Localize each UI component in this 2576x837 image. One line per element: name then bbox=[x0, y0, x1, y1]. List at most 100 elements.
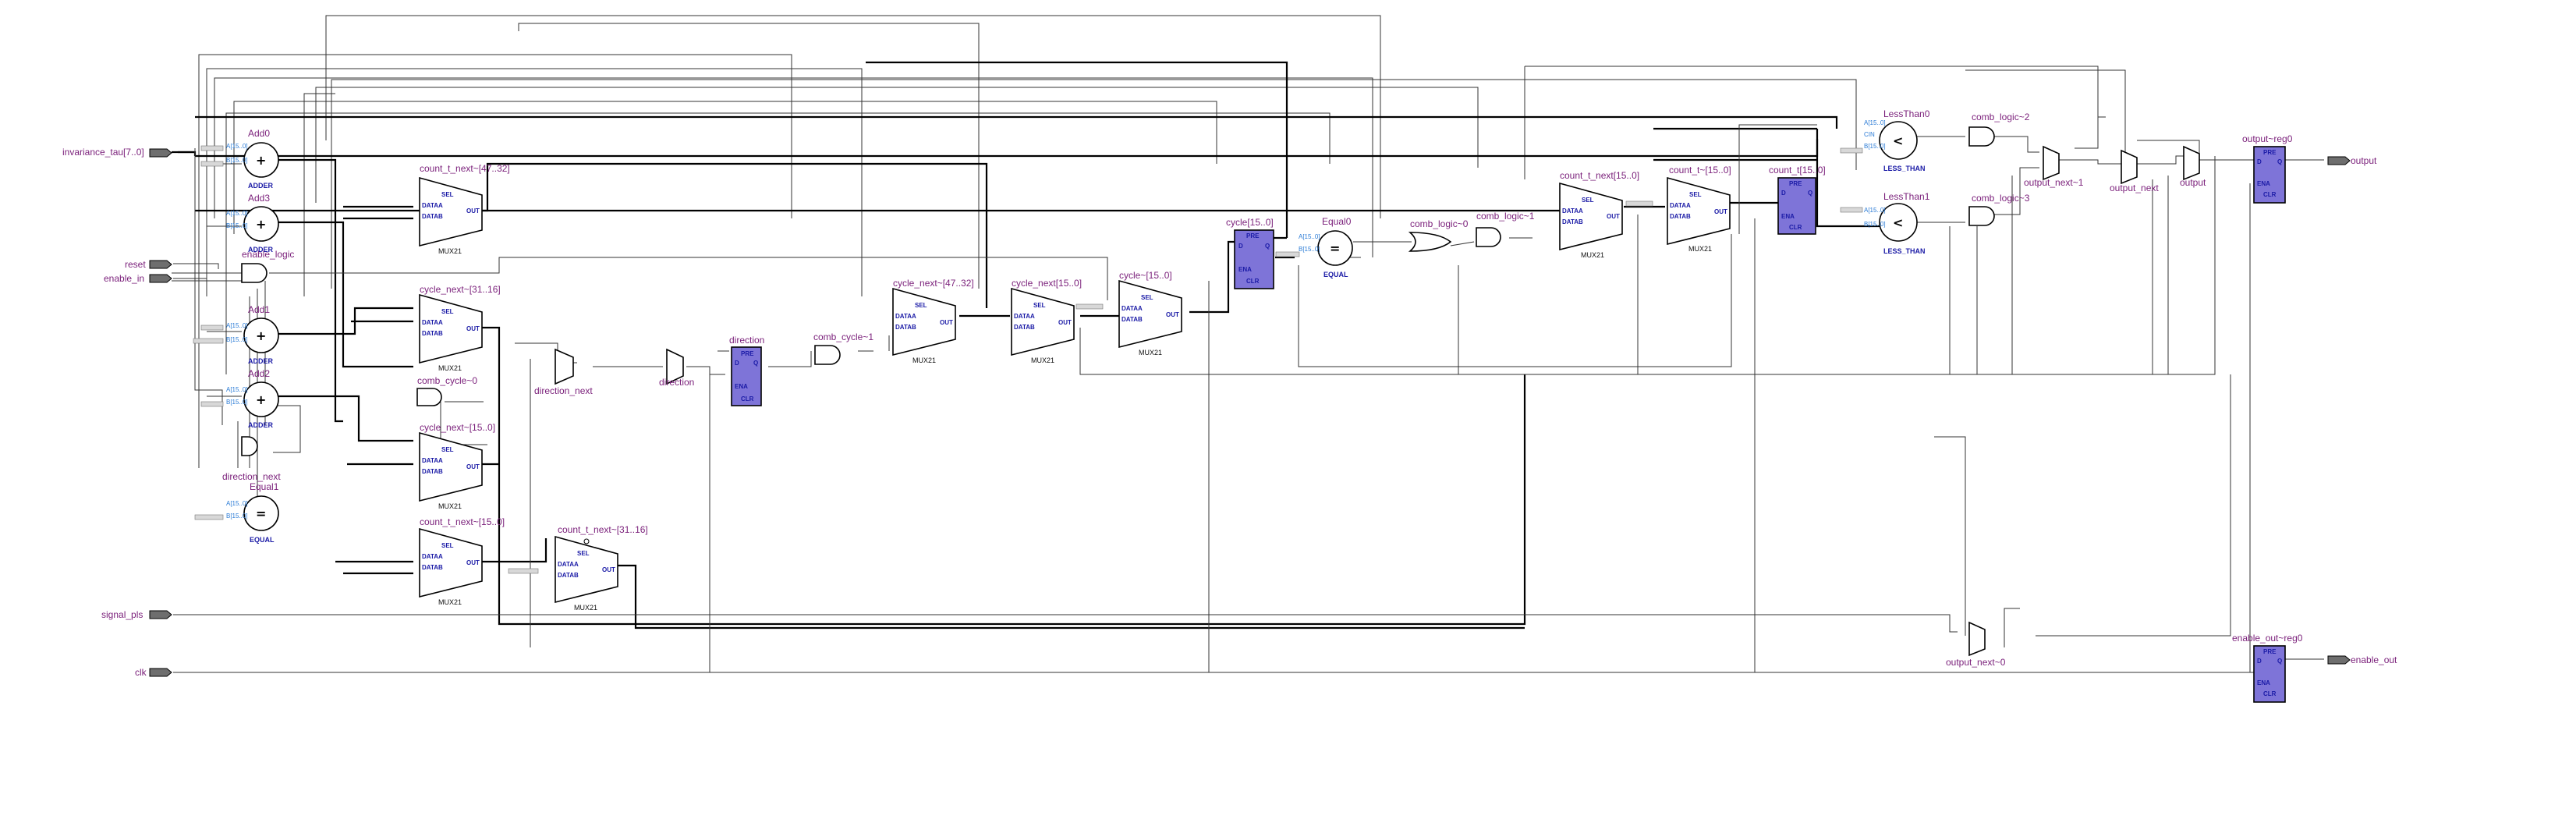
pin-dataa: DATAA bbox=[422, 202, 443, 209]
mux-count-t-15-0: count_t~[15..0] SEL DATAA DATAB OUT MUX2… bbox=[1667, 165, 1731, 253]
pin-dataa: DATAA bbox=[422, 319, 443, 326]
input-port-enable-in: enable_in bbox=[104, 273, 172, 284]
port-label-output: output bbox=[2351, 155, 2377, 166]
pin-ena: ENA bbox=[735, 383, 748, 390]
comparator-type: LESS_THAN bbox=[1883, 247, 1926, 255]
comparator-label: Equal1 bbox=[250, 481, 279, 492]
mux-label: count_t_next~[31..16] bbox=[558, 524, 648, 535]
adder-label: Add3 bbox=[248, 193, 270, 204]
gate-label: comb_logic~0 bbox=[1410, 218, 1469, 229]
pin-clr: CLR bbox=[741, 395, 754, 403]
mux-label: cycle_next~[47..32] bbox=[893, 278, 974, 289]
gate-label: comb_logic~1 bbox=[1476, 211, 1535, 222]
adder-type: ADDER bbox=[248, 421, 274, 429]
gate-label: direction_next bbox=[222, 471, 281, 482]
smallmux-label: output_next~1 bbox=[2024, 177, 2084, 188]
register-label: cycle[15..0] bbox=[1226, 217, 1274, 228]
register-count-t: count_t[15..0] PRE D Q ENA CLR bbox=[1769, 165, 1826, 235]
pin-q: Q bbox=[753, 360, 758, 367]
pin-q: Q bbox=[1265, 243, 1270, 250]
smallmux-label: output_next~0 bbox=[1946, 657, 2006, 668]
register-label: enable_out~reg0 bbox=[2232, 633, 2303, 644]
port-label-enable-out: enable_out bbox=[2351, 654, 2397, 665]
mux-type: MUX21 bbox=[1139, 349, 1162, 356]
pin-out: OUT bbox=[1714, 208, 1727, 215]
pin-datab: DATAB bbox=[895, 324, 916, 331]
pin-clr: CLR bbox=[2263, 191, 2277, 198]
svg-text:A[15..0]: A[15..0] bbox=[226, 322, 248, 329]
port-label-enable-in: enable_in bbox=[104, 273, 144, 284]
gate-comb-logic-1: comb_logic~1 bbox=[1476, 211, 1535, 247]
svg-text:CIN: CIN bbox=[1864, 131, 1875, 138]
mux-type: MUX21 bbox=[438, 364, 462, 372]
output-ports: output enable_out bbox=[2327, 155, 2397, 665]
svg-text:+: + bbox=[256, 392, 266, 407]
mux-label: count_t_next~[47..32] bbox=[420, 163, 510, 174]
comparator-lessthan0: LessThan0 < A[15..0] CIN B[15..0] LESS_T… bbox=[1840, 108, 1930, 172]
gate-comb-cycle-0: comb_cycle~0 bbox=[416, 375, 477, 406]
pin-sel: SEL bbox=[915, 302, 927, 309]
register-enable-out-reg0: enable_out~reg0 PRE D Q ENA CLR bbox=[2232, 633, 2303, 703]
pin-sel: SEL bbox=[441, 542, 454, 549]
svg-text:=: = bbox=[256, 506, 266, 521]
svg-text:A[15..0]: A[15..0] bbox=[226, 500, 248, 507]
register-label: output~reg0 bbox=[2242, 133, 2293, 144]
mux-count-t-next-15-0: count_t_next~[15..0] SEL DATAA DATAB OUT… bbox=[419, 516, 505, 606]
pin-dataa: DATAA bbox=[1014, 313, 1035, 320]
pin-pre: PRE bbox=[1789, 180, 1802, 187]
pin-out: OUT bbox=[466, 559, 480, 566]
pin-datab: DATAB bbox=[1014, 324, 1035, 331]
pin-pre: PRE bbox=[1246, 232, 1260, 239]
mux-type: MUX21 bbox=[1688, 245, 1712, 253]
comparator-label: LessThan1 bbox=[1883, 191, 1930, 202]
pin-out: OUT bbox=[602, 566, 615, 573]
mux-label: cycle_next[15..0] bbox=[1012, 278, 1082, 289]
mux-type: MUX21 bbox=[1031, 356, 1054, 364]
smallmux-label: output bbox=[2180, 177, 2206, 188]
svg-text:A[15..0]: A[15..0] bbox=[1864, 119, 1886, 126]
pin-dataa: DATAA bbox=[1670, 202, 1691, 209]
pin-datab: DATAB bbox=[422, 564, 443, 571]
gate-label: comb_logic~2 bbox=[1972, 112, 2030, 122]
pin-sel: SEL bbox=[441, 191, 454, 198]
pin-sel: SEL bbox=[441, 446, 454, 453]
input-ports: invariance_tau[7..0] reset enable_in sig… bbox=[62, 147, 172, 678]
comparator-equal0: Equal0 = A[15..0] B[15..0] EQUAL bbox=[1275, 216, 1353, 278]
input-port-invariance-tau: invariance_tau[7..0] bbox=[62, 147, 172, 158]
mux-count-t-next-31-16: count_t_next~[31..16] SEL DATAA DATAB OU… bbox=[508, 524, 648, 612]
mux-type: MUX21 bbox=[438, 502, 462, 510]
svg-text:B[15..0]: B[15..0] bbox=[226, 222, 248, 229]
svg-text:B[15..0]: B[15..0] bbox=[1864, 221, 1886, 228]
pin-d: D bbox=[735, 360, 739, 367]
mux-type: MUX21 bbox=[438, 247, 462, 255]
svg-text:+: + bbox=[256, 328, 266, 343]
mux-type: MUX21 bbox=[438, 598, 462, 606]
svg-text:A[15..0]: A[15..0] bbox=[1864, 207, 1886, 214]
pin-ena: ENA bbox=[2257, 679, 2270, 686]
smallmux-label: output_next bbox=[2110, 183, 2159, 193]
mux-cycle-next-47-32: cycle_next~[47..32] SEL DATAA DATAB OUT … bbox=[892, 278, 974, 364]
svg-text:B[15..0]: B[15..0] bbox=[1864, 143, 1886, 150]
adder-label: Add0 bbox=[248, 128, 270, 139]
pin-datab: DATAB bbox=[1562, 218, 1583, 225]
pin-q: Q bbox=[2277, 158, 2282, 165]
mux-cycle-next-31-16: cycle_next~[31..16] SEL DATAA DATAB OUT … bbox=[419, 284, 501, 372]
pin-out: OUT bbox=[466, 463, 480, 470]
pin-sel: SEL bbox=[1033, 302, 1046, 309]
mux-type: MUX21 bbox=[1581, 251, 1604, 259]
adder-type: ADDER bbox=[248, 246, 274, 254]
pin-out: OUT bbox=[940, 319, 953, 326]
svg-text:+: + bbox=[256, 153, 266, 168]
pin-dataa: DATAA bbox=[422, 553, 443, 560]
pin-sel: SEL bbox=[1689, 191, 1702, 198]
mux-count-t-next-47-32: count_t_next~[47..32] SEL DATAA DATAB OU… bbox=[419, 163, 510, 255]
svg-text:A[15..0]: A[15..0] bbox=[226, 143, 248, 150]
port-label-invariance-tau: invariance_tau[7..0] bbox=[62, 147, 144, 158]
comparator-label: LessThan0 bbox=[1883, 108, 1930, 119]
pin-pre: PRE bbox=[2263, 648, 2277, 655]
register-direction: direction PRE D Q ENA CLR bbox=[729, 335, 764, 406]
pin-dataa: DATAA bbox=[1562, 207, 1583, 215]
adder-label: Add1 bbox=[248, 304, 270, 315]
pin-clr: CLR bbox=[1789, 224, 1802, 231]
